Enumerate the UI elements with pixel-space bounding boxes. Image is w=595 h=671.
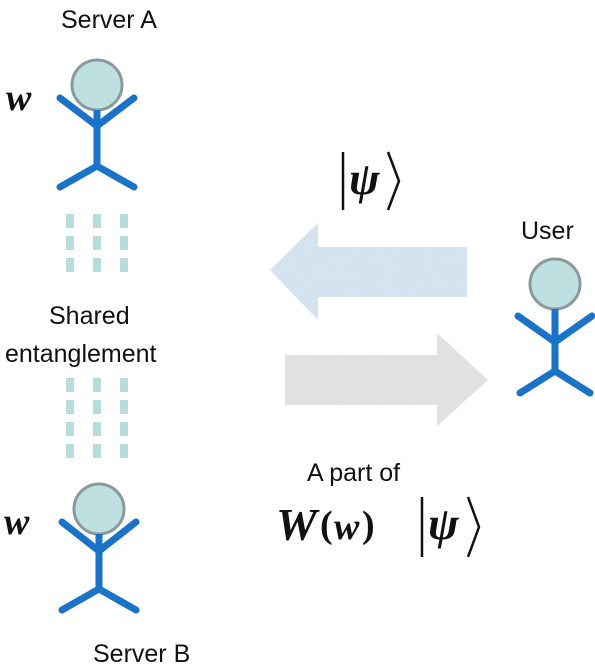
- arrow-to-servers: [270, 223, 467, 320]
- reply-close-paren: ): [362, 504, 375, 546]
- entanglement-label-line1: Shared: [49, 302, 130, 330]
- server-a-figure: [56, 58, 138, 191]
- reply-open-paren: (: [320, 504, 333, 546]
- server-b-variable: w: [4, 501, 30, 543]
- state-symbol: ψ: [349, 153, 380, 204]
- entanglement-label-line2: entanglement: [5, 340, 157, 368]
- state-ket: [341, 151, 401, 211]
- server-b-figure: [58, 482, 140, 614]
- reply-operator: W: [276, 499, 317, 550]
- reply-argument: w: [334, 506, 360, 548]
- server-a-head: [70, 58, 124, 112]
- entanglement-link-lower: [66, 378, 128, 458]
- server-b-label: Server B: [93, 640, 191, 668]
- server-a-variable: w: [6, 77, 32, 119]
- reply-caption: A part of: [307, 459, 401, 487]
- server-a-label: Server A: [61, 6, 157, 34]
- entanglement-link-upper: [66, 214, 128, 272]
- arrow-to-user: [285, 333, 488, 426]
- reply-ket: [420, 496, 481, 558]
- user-label: User: [521, 217, 574, 245]
- server-b-head: [72, 482, 126, 536]
- user-head: [528, 257, 582, 311]
- reply-state-symbol: ψ: [428, 498, 459, 549]
- user-figure: [514, 257, 595, 397]
